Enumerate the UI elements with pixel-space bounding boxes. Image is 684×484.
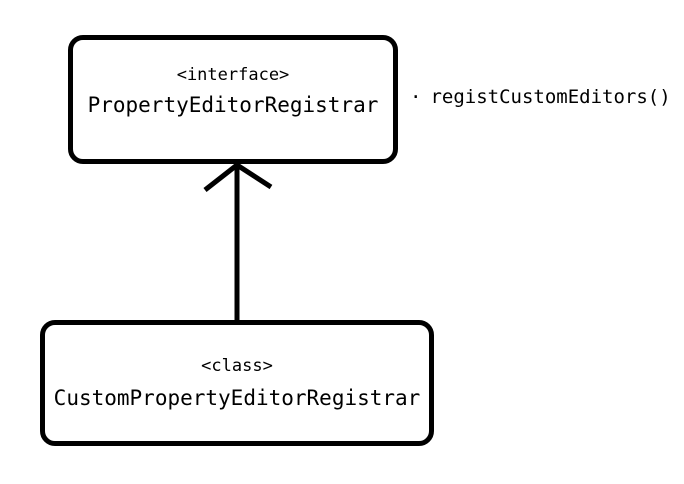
method-name-text: registCustomEditors() [430,86,671,108]
interface-box: <interface> PropertyEditorRegistrar [68,35,398,164]
arrow-head-chevron [203,161,273,192]
class-stereotype-label: <class> [201,355,273,376]
bullet-dot-icon: · [410,86,422,108]
interface-stereotype-label: <interface> [176,65,290,85]
class-box: <class> CustomPropertyEditorRegistrar [40,320,434,446]
class-name-label: CustomPropertyEditorRegistrar [53,385,421,410]
interface-name-label: PropertyEditorRegistrar [87,93,379,117]
method-label: · registCustomEditors() [410,84,671,110]
